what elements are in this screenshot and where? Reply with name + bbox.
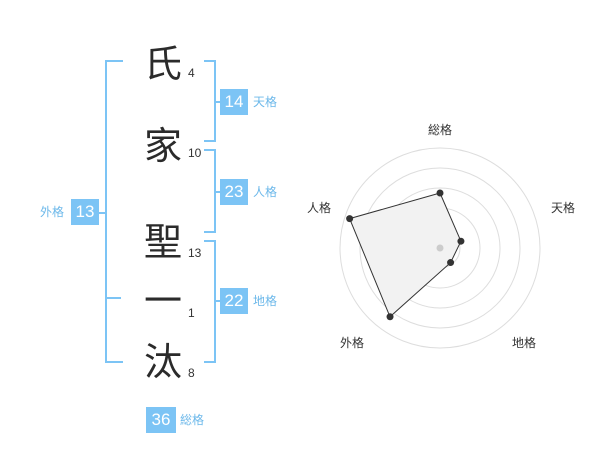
- radar-point: [447, 259, 455, 267]
- stroke-count-3: 13: [188, 246, 202, 260]
- tenkaku-label: 天格: [253, 95, 278, 109]
- chikaku-label: 地格: [253, 294, 278, 308]
- tenkaku-badge: 14: [220, 89, 248, 115]
- radar-point: [386, 313, 394, 321]
- chikaku-connector: [214, 300, 220, 302]
- stroke-count-2: 10: [188, 146, 202, 160]
- name-char-4: 一: [143, 279, 182, 323]
- name-char-3: 聖: [143, 220, 182, 264]
- radar-shape: [348, 192, 462, 318]
- soukaku-badge: 36: [146, 407, 176, 433]
- radar-point: [346, 215, 354, 223]
- radar-axis-label-jinkaku: 人格: [307, 200, 331, 215]
- jinkaku-badge: 23: [220, 179, 248, 205]
- radar-points: [346, 189, 465, 321]
- tenkaku-connector: [214, 101, 220, 103]
- gaikaku-bracket-mid: [105, 297, 121, 299]
- stroke-count-4: 1: [188, 306, 195, 320]
- radar-point: [457, 237, 465, 245]
- jinkaku-label: 人格: [253, 185, 278, 199]
- radar-chart: 総格 天格 地格 外格 人格: [307, 122, 575, 350]
- chikaku-badge: 22: [220, 288, 248, 314]
- radar-center-dot: [436, 244, 444, 252]
- radar-ring: [339, 147, 541, 349]
- radar-axis-label-chikaku: 地格: [512, 335, 536, 350]
- stroke-count-1: 4: [188, 66, 195, 80]
- soukaku-label: 総格: [180, 413, 205, 427]
- jinkaku-connector: [214, 191, 220, 193]
- radar-point: [436, 189, 444, 197]
- name-char-5: 汰: [143, 340, 182, 384]
- gaikaku-badge: 13: [71, 199, 99, 225]
- radar-axis-label-gaikaku: 外格: [340, 335, 364, 350]
- name-char-2: 家: [143, 124, 182, 168]
- gaikaku-bracket: [105, 60, 123, 363]
- radar-axis-label-soukaku: 総格: [428, 122, 452, 137]
- radar-axis-label-tenkaku: 天格: [551, 200, 575, 215]
- gaikaku-connector: [99, 212, 105, 214]
- name-char-1: 氏: [143, 42, 182, 86]
- stroke-count-5: 8: [188, 366, 195, 380]
- gaikaku-label: 外格: [40, 205, 65, 219]
- radar-ring: [359, 167, 521, 329]
